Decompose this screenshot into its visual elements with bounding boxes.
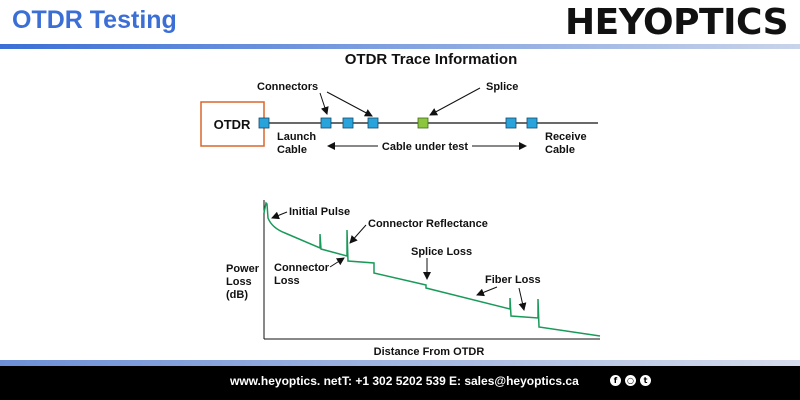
connectors-label: Connectors — [257, 81, 318, 93]
footer-bar: www.heyoptics. net T: +1 302 5202 539 E:… — [0, 366, 800, 400]
footer-divider — [0, 360, 800, 366]
email-address[interactable]: E: sales@heyoptics.ca — [449, 374, 579, 388]
connectors-arrow-1 — [319, 92, 329, 115]
initial-pulse-arrow — [271, 211, 288, 220]
connector-loss-line-2: Loss — [274, 275, 300, 287]
launch-cable-label: Launch Cable — [277, 131, 319, 156]
diagram-title: OTDR Trace Information — [345, 51, 518, 68]
initial-pulse-label: Initial Pulse — [289, 206, 350, 218]
website-link[interactable]: www.heyoptics. net — [230, 374, 342, 388]
y-axis-label-line-2: Loss — [226, 276, 252, 288]
splice-label: Splice — [486, 81, 518, 93]
fiber-loss-arrow-1 — [476, 286, 498, 297]
x-axis-label: Distance From OTDR — [374, 346, 485, 358]
fiber-loss-arrow-2 — [518, 287, 527, 311]
connector-launch — [258, 117, 270, 129]
connector-loss-label: Connector Loss — [274, 262, 332, 287]
header-divider — [0, 44, 800, 49]
instagram-icon[interactable]: ○ — [625, 375, 636, 386]
cable-under-test-label: Cable under test — [382, 141, 469, 153]
connector-loss-arrow — [329, 257, 345, 268]
connectors-arrow-2 — [326, 91, 373, 117]
twitter-icon[interactable]: t — [640, 375, 651, 386]
connector-4 — [505, 117, 517, 129]
y-axis-label-line-1: Power — [226, 263, 260, 275]
splice-marker — [417, 117, 429, 129]
receive-cable-line-2: Cable — [545, 144, 575, 156]
fiber-loss-label: Fiber Loss — [485, 274, 541, 286]
receive-cable-line-1: Receive — [545, 131, 587, 143]
connector-5 — [526, 117, 538, 129]
y-axis-label: Power Loss (dB) — [226, 263, 262, 301]
connector-reflectance-label: Connector Reflectance — [368, 218, 488, 230]
otdr-diagram: OTDR Trace Information OTDR Connectors S… — [200, 51, 601, 358]
y-axis-label-line-3: (dB) — [226, 289, 248, 301]
brand-logo: HEYOPTICS — [565, 2, 788, 43]
otdr-box-label: OTDR — [214, 117, 251, 132]
launch-cable-line-2: Cable — [277, 144, 307, 156]
connector-3 — [367, 117, 379, 129]
phone-number: T: +1 302 5202 539 — [342, 374, 446, 388]
page-title: OTDR Testing — [12, 6, 177, 34]
otdr-trace-line — [263, 201, 601, 337]
connector-2 — [342, 117, 354, 129]
launch-cable-line-1: Launch — [277, 131, 316, 143]
facebook-icon[interactable]: f — [610, 375, 621, 386]
splice-loss-label: Splice Loss — [411, 246, 472, 258]
splice-arrow — [429, 87, 481, 116]
connector-1 — [320, 117, 332, 129]
connector-reflectance-arrow — [349, 224, 367, 244]
receive-cable-label: Receive Cable — [545, 131, 590, 156]
connector-loss-line-1: Connector — [274, 262, 330, 274]
